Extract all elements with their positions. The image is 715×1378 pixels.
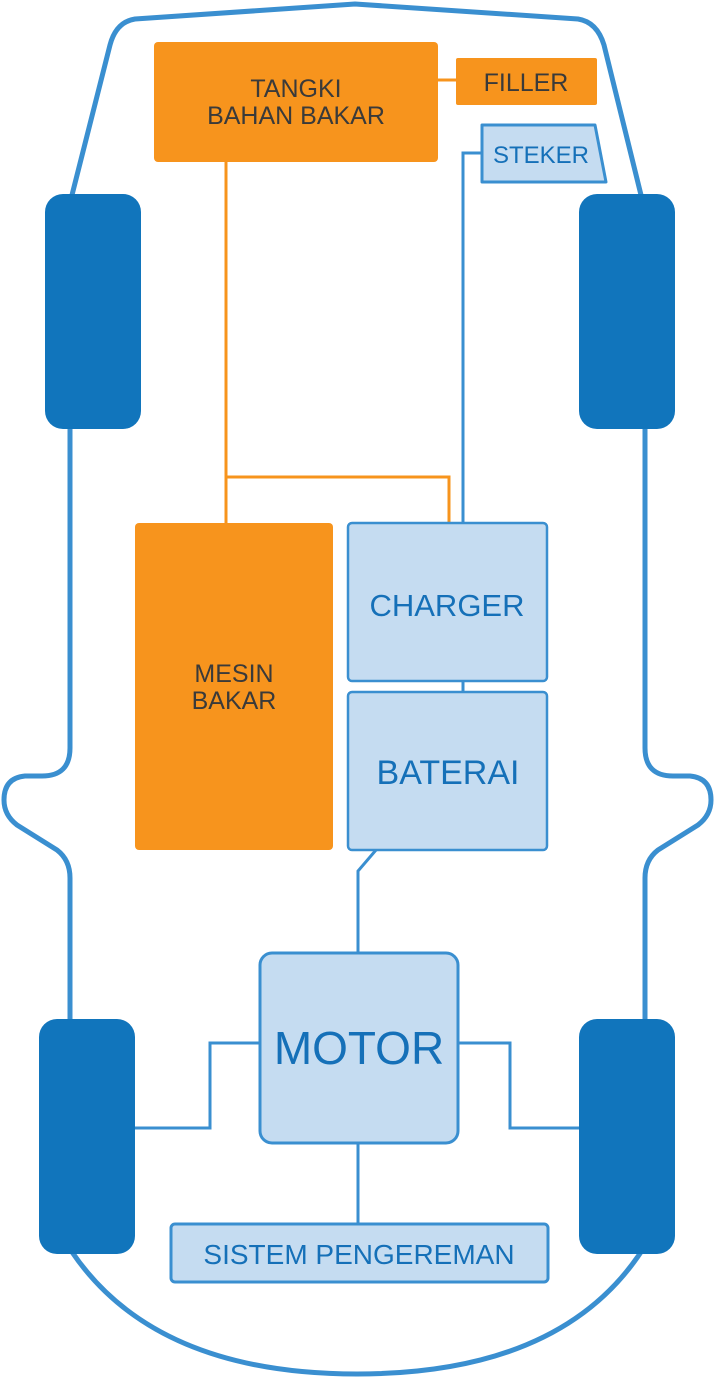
electric-lines: [135, 151, 579, 1224]
wheel-rear-left: [39, 1019, 135, 1254]
fuel-lines: [224, 78, 457, 524]
wheel-front-right: [579, 194, 675, 429]
combustion-engine: MESIN BAKAR: [135, 523, 333, 850]
motor-label: MOTOR: [274, 1022, 444, 1074]
braking-system: SISTEM PENGEREMAN: [169, 1222, 550, 1284]
fuel-tank-label-1: TANGKI: [250, 75, 341, 103]
battery: BATERAI: [346, 690, 549, 852]
plug-label: STEKER: [493, 142, 589, 169]
braking-label: SISTEM PENGEREMAN: [203, 1239, 514, 1270]
fuel-tank-label-2: BAHAN BAKAR: [207, 102, 385, 130]
filler-label: FILLER: [484, 69, 569, 97]
plug: STEKER: [480, 123, 608, 184]
filler: FILLER: [456, 58, 597, 105]
motor: MOTOR: [258, 951, 460, 1145]
charger-label: CHARGER: [369, 588, 524, 623]
engine-label-2: BAKAR: [192, 687, 277, 715]
wheel-rear-right: [579, 1019, 675, 1254]
charger: CHARGER: [346, 521, 549, 683]
engine-label-1: MESIN: [194, 660, 273, 688]
wheel-front-left: [45, 194, 141, 429]
fuel-tank: TANGKI BAHAN BAKAR: [154, 42, 438, 162]
battery-label: BATERAI: [377, 754, 520, 792]
